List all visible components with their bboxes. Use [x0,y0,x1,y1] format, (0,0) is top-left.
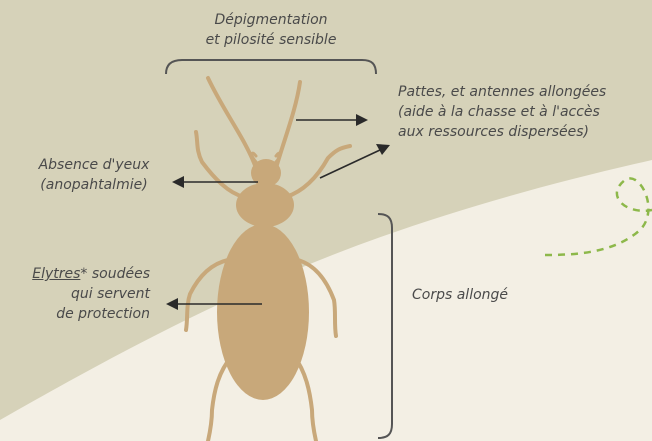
label-depigmentation-line1: Dépigmentation [150,10,392,30]
label-legs-line2: (aide à la chasse et à l'accès [398,102,650,122]
label-depigmentation-line2: et pilosité sensible [150,30,392,50]
label-body: Corps allongé [412,285,612,305]
label-depigmentation: Dépigmentation et pilosité sensible [150,10,392,50]
label-eyes-line2: (anopahtalmie) [18,175,170,195]
label-elytra: Elytres* soudées qui servent de protecti… [6,264,150,324]
label-legs-antennae: Pattes, et antennes allongées (aide à la… [398,82,650,142]
label-body-text: Corps allongé [412,285,612,305]
label-elytra-line3: de protection [6,304,150,324]
label-eyes: Absence d'yeux (anopahtalmie) [18,155,170,195]
label-elytra-term: Elytres [32,266,80,282]
label-elytra-line1: Elytres* soudées [6,264,150,284]
label-eyes-line1: Absence d'yeux [18,155,170,175]
label-elytra-rest: * soudées [80,266,150,282]
label-elytra-line2: qui servent [6,284,150,304]
label-legs-line1: Pattes, et antennes allongées [398,82,650,102]
label-legs-line3: aux ressources dispersées) [398,122,650,142]
